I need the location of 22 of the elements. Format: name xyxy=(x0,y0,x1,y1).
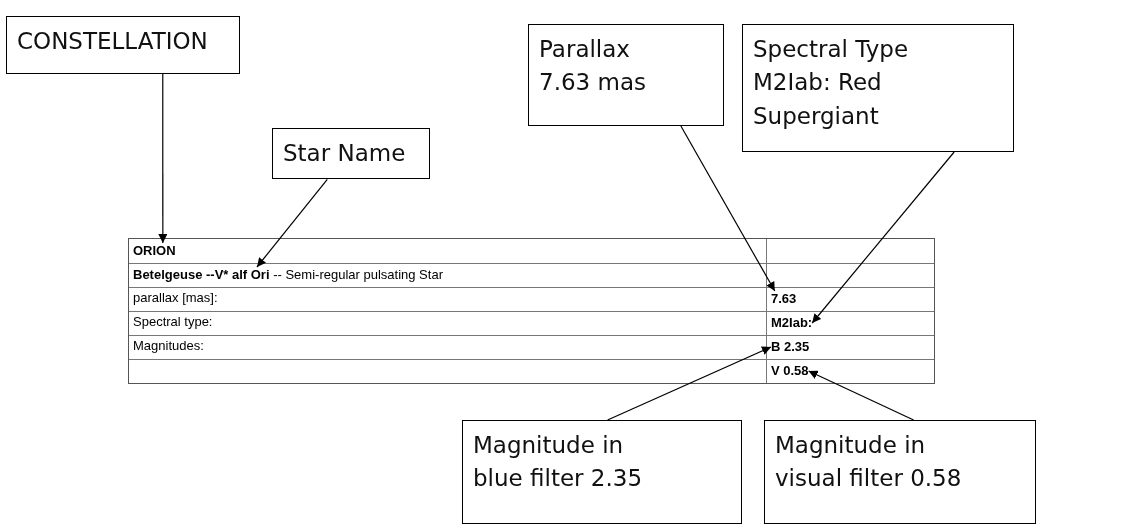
leader-arrow xyxy=(808,370,915,421)
callout-box: Parallax 7.63 mas xyxy=(528,24,724,126)
leader-arrow xyxy=(607,346,772,421)
row-label: parallax [mas]: xyxy=(133,290,218,306)
callout-box: Spectral Type M2Iab: Red Supergiant xyxy=(742,24,1014,152)
leader-arrow xyxy=(256,178,328,268)
value-text: 7.63 xyxy=(771,291,797,307)
leader-arrow xyxy=(811,151,955,324)
callout-box: Magnitude in blue filter 2.35 xyxy=(462,420,742,524)
row-label: Spectral type: xyxy=(133,314,213,330)
value-text: V 0.58 xyxy=(771,363,809,379)
callout-box: Star Name xyxy=(272,128,430,180)
row-label: Magnitudes: xyxy=(133,338,204,354)
data-table xyxy=(128,238,935,384)
value-text: B 2.35 xyxy=(771,339,810,355)
leader-arrow xyxy=(680,125,776,292)
value-text: M2Iab: xyxy=(771,315,813,331)
table-entry: Betelgeuse --V* alf Ori -- Semi-regular pulsating Star xyxy=(133,267,443,283)
table-entry: ORION xyxy=(133,243,176,259)
callout-box: Magnitude in visual filter 0.58 xyxy=(764,420,1036,524)
callout-box: CONSTELLATION xyxy=(6,16,240,74)
leader-arrow xyxy=(158,73,168,244)
